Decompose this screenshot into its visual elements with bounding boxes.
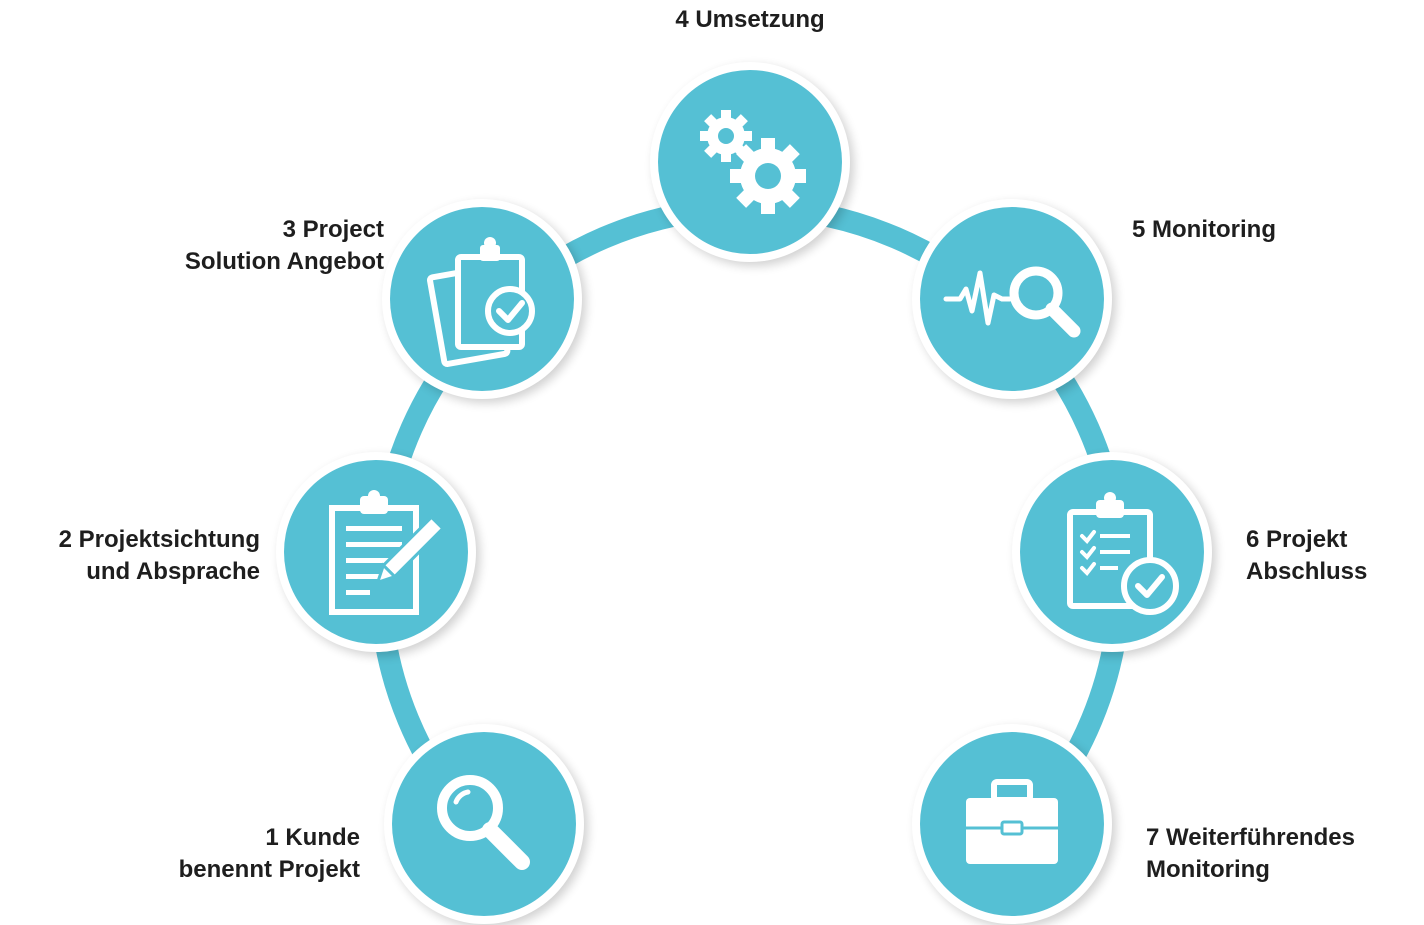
step-6-label: 6 Projekt Abschluss: [1246, 524, 1367, 588]
step-7-label-line1: 7 Weiterführendes: [1146, 824, 1355, 851]
step-1-label-line2: benennt Projekt: [178, 856, 360, 883]
step-5-label-line1: 5 Monitoring: [1132, 216, 1276, 243]
step-6-label-line1: 6 Projekt: [1246, 526, 1348, 553]
step-7-label-line2: Monitoring: [1146, 856, 1270, 883]
documents-check-icon: [426, 237, 535, 367]
step-2-label-line1: 2 Projektsichtung: [58, 526, 260, 553]
pulse-search-icon: [943, 266, 1081, 338]
clipboard-pencil-icon: [329, 490, 445, 615]
magnifier-icon: [437, 775, 530, 870]
step-1-label: 1 Kunde benennt Projekt: [179, 822, 360, 886]
step-5-node: [912, 199, 1116, 403]
briefcase-icon: [966, 779, 1058, 864]
step-4-label: 4 Umsetzung: [620, 4, 880, 36]
step-3-label-line2: Solution Angebot: [184, 248, 384, 275]
step-1-node: [384, 724, 588, 925]
step-3-label: 3 Project Solution Angebot: [185, 214, 384, 278]
step-4-node: [650, 62, 854, 266]
step-7-node: [912, 724, 1116, 925]
step-3-label-line1: 3 Project: [282, 216, 384, 243]
step-2-label-line2: und Absprache: [86, 558, 260, 585]
step-6-node: [1012, 452, 1216, 656]
step-7-label: 7 Weiterführendes Monitoring: [1146, 822, 1355, 886]
step-1-label-line1: 1 Kunde: [265, 824, 360, 851]
step-3-node: [382, 199, 586, 403]
step-2-node: [276, 452, 480, 656]
step-6-label-line2: Abschluss: [1246, 558, 1368, 585]
checklist-check-icon: [1067, 492, 1179, 615]
step-2-label: 2 Projektsichtung und Absprache: [59, 524, 260, 588]
gears-icon: [700, 110, 806, 214]
step-4-label-line1: 4 Umsetzung: [675, 6, 825, 33]
step-5-label: 5 Monitoring: [1132, 214, 1276, 246]
